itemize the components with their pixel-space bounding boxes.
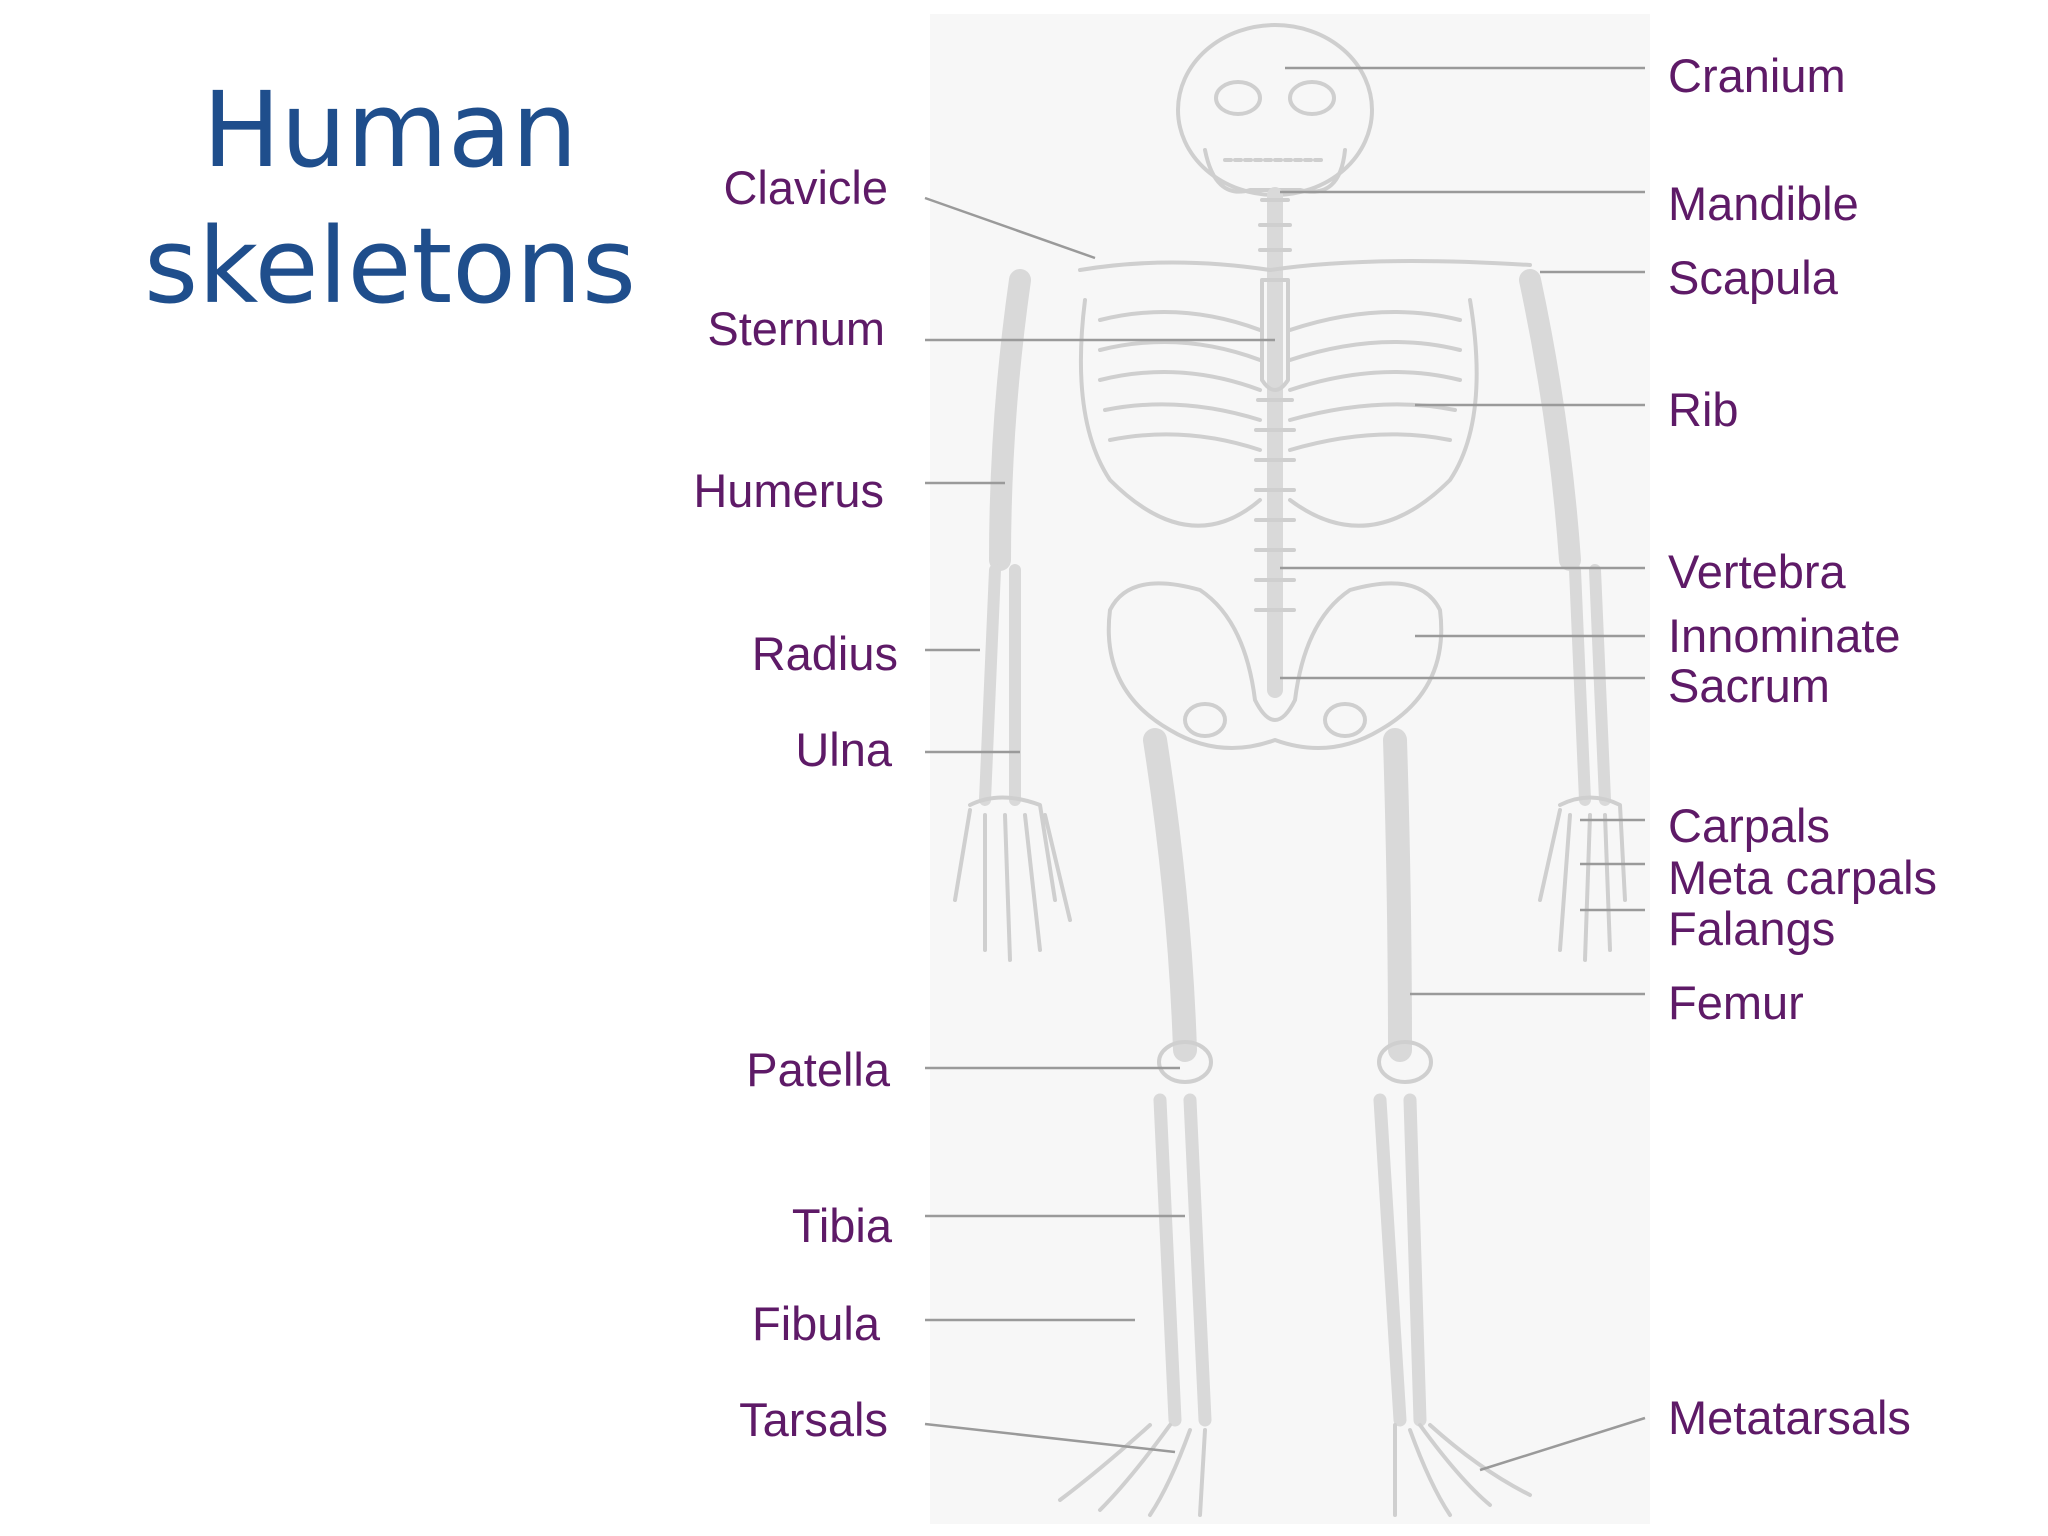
left-humerus-shape — [989, 269, 1031, 571]
slide-title: Human skeletons — [120, 62, 660, 334]
leader-metatarsals — [1479, 1416, 1646, 1472]
left-foot-shape — [1058, 1423, 1207, 1517]
leader-clavicle — [924, 196, 1096, 260]
label-sternum: Sternum — [707, 302, 885, 355]
label-vertebra: Vertebra — [1668, 545, 1846, 598]
rib-cage-shape — [1078, 298, 1479, 528]
clavicle-shape — [1078, 259, 1532, 272]
right-femur-shape — [1383, 728, 1412, 1062]
sternum-shape — [1260, 278, 1290, 392]
label-cranium: Cranium — [1668, 49, 1846, 102]
title-line-2: skeletons — [143, 205, 637, 327]
label-patella: Patella — [746, 1043, 890, 1096]
label-ulna: Ulna — [795, 723, 892, 776]
pelvis-shape — [1106, 581, 1444, 750]
label-carpals: Carpals — [1668, 799, 1830, 852]
label-humerus: Humerus — [693, 464, 884, 517]
label-tibia: Tibia — [791, 1199, 892, 1252]
right-tibia-fibula-shape — [1373, 1093, 1427, 1427]
right-patella-shape — [1377, 1040, 1433, 1084]
label-rib: Rib — [1668, 383, 1739, 436]
label-radius: Radius — [751, 627, 898, 680]
left-femur-shape — [1143, 728, 1197, 1062]
leader-tarsals — [924, 1422, 1176, 1454]
label-mandible: Mandible — [1668, 177, 1859, 230]
label-tarsals: Tarsals — [739, 1393, 888, 1446]
left-hand-shape — [953, 795, 1072, 962]
right-humerus-shape — [1519, 269, 1581, 571]
left-patella-shape — [1157, 1040, 1213, 1084]
label-innominate: Innominate — [1668, 609, 1901, 662]
mandible-shape — [1203, 148, 1347, 194]
left-forearm-shape — [979, 564, 1021, 806]
label-metacarpals: Meta carpals — [1668, 851, 1938, 904]
label-femur: Femur — [1668, 976, 1804, 1029]
right-hand-shape — [1538, 795, 1627, 962]
label-fibula: Fibula — [751, 1297, 880, 1350]
label-falangs: Falangs — [1668, 902, 1836, 955]
title-line-1: Human — [202, 69, 578, 191]
label-metatarsals: Metatarsals — [1668, 1391, 1911, 1444]
label-scapula: Scapula — [1668, 251, 1838, 304]
right-forearm-shape — [1569, 564, 1611, 806]
left-tibia-fibula-shape — [1153, 1093, 1212, 1427]
leader-lines — [924, 66, 1646, 1472]
right-foot-shape — [1393, 1423, 1532, 1517]
label-clavicle: Clavicle — [723, 161, 888, 214]
label-sacrum: Sacrum — [1668, 659, 1830, 712]
skeleton-illustration — [953, 23, 1627, 1517]
